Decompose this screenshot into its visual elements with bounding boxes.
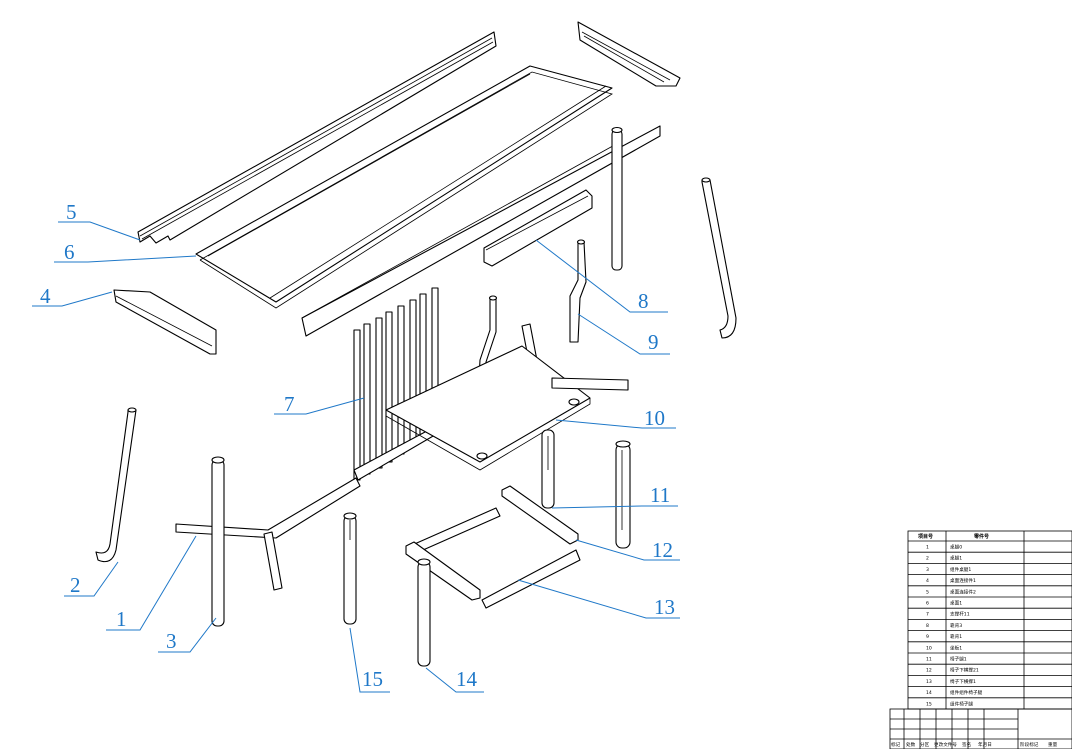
part-rear-beam — [301, 125, 661, 337]
bom-row-no: 9 — [926, 634, 929, 640]
part-7-support-bars — [353, 287, 441, 481]
title-block-label: 更改文件号 — [934, 741, 957, 748]
callout-15: 15 — [349, 627, 390, 693]
callout-4: 4 — [32, 284, 113, 308]
callout-label-8: 8 — [638, 289, 649, 313]
title-block-label: 阶段标记 — [1020, 741, 1039, 748]
part-1-table-leg-frame — [175, 477, 361, 591]
title-block-label: 签名 — [962, 741, 971, 748]
callout-label-14: 14 — [456, 667, 478, 691]
bom-row-name: 桌腿1 — [950, 555, 962, 562]
bom-row-no: 12 — [926, 668, 932, 674]
callout-8: 8 — [535, 239, 668, 313]
callout-label-9: 9 — [648, 330, 659, 354]
callout-9: 9 — [577, 313, 670, 355]
callout-label-5: 5 — [66, 200, 77, 224]
title-block-label: 处数 — [906, 741, 916, 748]
callout-label-13: 13 — [654, 595, 675, 619]
part-12-lower-brace — [501, 485, 579, 545]
callout-3: 3 — [158, 617, 217, 653]
part-6-table-top — [195, 65, 613, 309]
bom-row-no: 2 — [926, 556, 929, 562]
part-2-curved-table-leg — [95, 407, 137, 563]
bom-row-name: 椅子下横撑21 — [950, 667, 979, 674]
callout-5: 5 — [58, 200, 141, 241]
bom-row-no: 15 — [926, 701, 932, 707]
bom-row-name: 坐板1 — [950, 644, 962, 651]
callout-6: 6 — [54, 240, 197, 264]
part-short-end-rail — [577, 21, 681, 87]
part-10-seat-board — [385, 345, 629, 471]
part-3-table-leg-post — [211, 456, 225, 627]
part-right-curved-leg — [701, 177, 737, 339]
callout-10: 10 — [555, 406, 676, 430]
part-chair-leg-right — [615, 440, 631, 549]
bom-row-name: 靠背1 — [950, 633, 962, 640]
callout-7: 7 — [274, 392, 365, 416]
bom-row-no: 13 — [926, 679, 932, 685]
bom-row-no: 6 — [926, 601, 929, 607]
part-11-chair-leg — [541, 429, 555, 509]
bom-header-no: 项目号 — [918, 533, 933, 540]
bom-row-no: 8 — [926, 623, 929, 629]
part-5-table-connector-rail — [137, 31, 497, 244]
callout-12: 12 — [575, 538, 680, 562]
bom-row-no: 1 — [926, 545, 929, 551]
bom-row-name: 组件椅子腿 — [950, 700, 973, 707]
callout-label-12: 12 — [652, 538, 673, 562]
callout-11: 11 — [551, 483, 678, 509]
callout-13: 13 — [517, 579, 680, 619]
bom-row-name: 桌面连接件2 — [950, 588, 976, 595]
bom-row-name: 椅子下横撑1 — [950, 678, 976, 685]
bom-row-name: 组件组件椅子腿 — [950, 689, 983, 696]
part-13-lower-brace — [405, 507, 581, 609]
bom-row-no: 11 — [926, 657, 932, 663]
title-block-label: 分区 — [920, 741, 930, 748]
title-block: 标记处数分区更改文件号签名年月日 阶段标记 重量 — [889, 708, 1072, 749]
callout-label-1: 1 — [116, 607, 127, 631]
bom-row-no: 3 — [926, 567, 929, 573]
bom-header-name: 零件号 — [974, 533, 989, 540]
callout-label-2: 2 — [70, 573, 81, 597]
part-14-chair-leg-assembly — [417, 558, 431, 667]
part-15-chair-leg — [343, 512, 357, 625]
bom-row-name: 桌面1 — [950, 600, 962, 607]
bom-row-no: 10 — [926, 645, 932, 651]
bom-row-name: 桌腿0 — [950, 544, 962, 551]
callout-label-3: 3 — [166, 629, 177, 653]
callout-label-7: 7 — [284, 392, 295, 416]
bill-of-materials-table: 项目号 零件号 1 桌腿0 2 桌腿1 3 组件桌腿1 4 桌面连接件1 5 桌面连接件2 6 桌面1… — [907, 530, 1072, 710]
callout-2: 2 — [64, 561, 119, 597]
title-block-label: 年月日 — [978, 741, 992, 748]
bom-row-no: 14 — [926, 690, 932, 696]
callout-14: 14 — [425, 667, 484, 693]
callout-label-15: 15 — [362, 667, 383, 691]
bom-row-no: 4 — [926, 578, 929, 584]
bom-row-name: 组件桌腿1 — [950, 566, 971, 573]
callout-label-10: 10 — [644, 406, 665, 430]
bom-row-name: 椅子腿1 — [950, 656, 967, 663]
callout-label-4: 4 — [40, 284, 51, 308]
bom-row-no: 7 — [926, 612, 929, 618]
callout-1: 1 — [106, 535, 197, 631]
title-block-label: 重量 — [1048, 741, 1058, 748]
part-9-backrest-post — [569, 239, 587, 343]
part-8-backrest-board — [483, 189, 593, 267]
bom-row-no: 5 — [926, 589, 929, 595]
callout-label-11: 11 — [650, 483, 670, 507]
bom-row-name: 支撑杆11 — [950, 611, 970, 618]
title-block-label: 标记 — [891, 741, 901, 748]
callout-label-6: 6 — [64, 240, 75, 264]
part-4-short-connector — [113, 289, 217, 355]
bom-row-name: 桌面连接件1 — [950, 577, 976, 584]
bom-row-name: 靠背3 — [950, 622, 962, 629]
